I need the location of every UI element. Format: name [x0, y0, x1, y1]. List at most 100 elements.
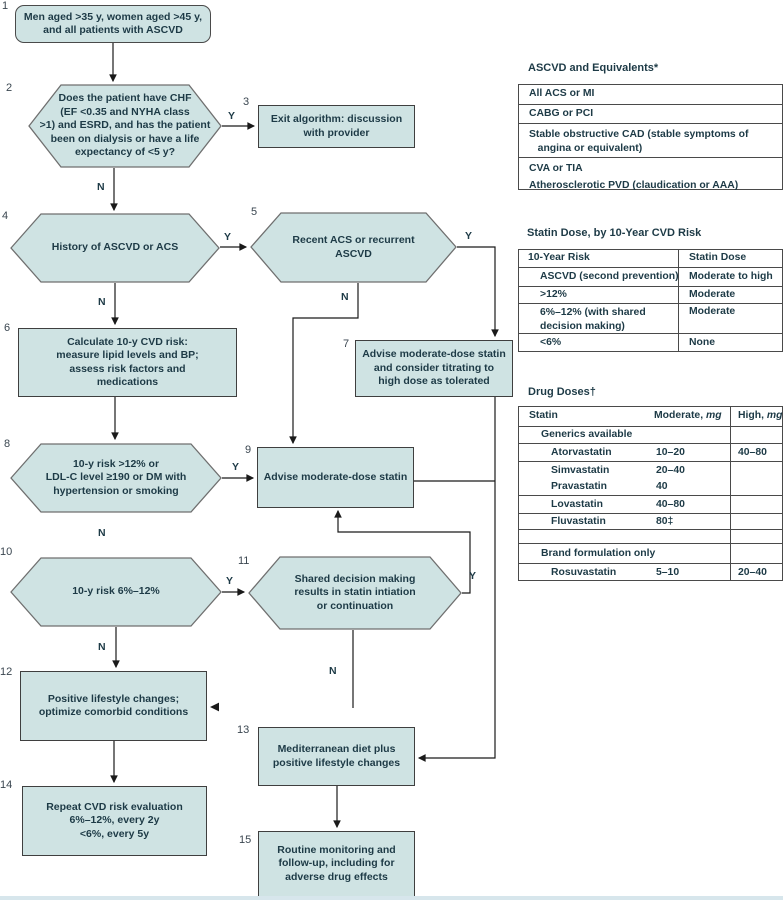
- figure-bottom-edge: [0, 896, 783, 900]
- moderate-dose-cell: 40–80: [656, 499, 685, 510]
- dose-cell: Moderate to high: [689, 271, 773, 282]
- high-dose-cell: 40–80: [738, 447, 767, 458]
- node-7: Advise moderate-dose statin and consider…: [355, 340, 513, 397]
- high-dose-cell: 20–40: [738, 567, 767, 578]
- table-row: >12% Moderate: [519, 287, 782, 304]
- table-row: Pravastatin 40: [519, 479, 782, 496]
- column-header-risk: 10-Year Risk: [528, 252, 590, 263]
- edge-5-9: [289, 283, 359, 445]
- table-header-row: Statin Moderate, mg High, mg: [519, 407, 782, 427]
- hexagon-shape: [250, 212, 457, 283]
- node-8-text: 10-y risk >12% or LDL-C level ≥190 or DM…: [45, 457, 187, 497]
- node-13: Mediterranean diet plus positive lifesty…: [258, 727, 415, 786]
- hexagon-shape: [10, 443, 222, 513]
- table-row: CABG or PCI: [519, 105, 782, 124]
- node-15: Routine monitoring and follow-up, includ…: [258, 831, 415, 897]
- node-5-text: Recent ACS or recurrent ASCVD: [292, 234, 415, 260]
- column-header-dose: Statin Dose: [689, 252, 747, 263]
- node-1: Men aged >35 y, women aged >45 y, and al…: [15, 5, 211, 43]
- node-13-text: Mediterranean diet plus positive lifesty…: [272, 743, 401, 769]
- table-row: <6% None: [519, 334, 782, 353]
- node-10-number: 10: [0, 546, 13, 558]
- drug-doses-table: Statin Moderate, mg High, mg Generics av…: [518, 406, 783, 581]
- edge-label-no: N: [97, 181, 105, 193]
- node-2-text: Does the patient have CHF (EF <0.35 and …: [39, 92, 211, 159]
- table-row: All ACS or MI: [519, 85, 782, 105]
- node-9: Advise moderate-dose statin: [257, 447, 414, 508]
- statin-name-cell: Lovastatin: [551, 499, 603, 510]
- edge-label-no: N: [341, 291, 349, 303]
- node-4-number: 4: [2, 210, 9, 222]
- node-5: Recent ACS or recurrent ASCVD: [250, 212, 457, 283]
- column-header-high: High, mg: [738, 410, 783, 421]
- node-10: 10-y risk 6%–12%: [10, 557, 222, 627]
- edge-label-no: N: [98, 296, 106, 308]
- dose-cell: Moderate: [689, 306, 736, 317]
- table-row: Stable obstructive CAD (stable symptoms …: [519, 124, 782, 158]
- edge-label-yes: Y: [226, 575, 234, 587]
- edge-label-yes: Y: [228, 110, 236, 122]
- node-7-number: 7: [343, 338, 350, 350]
- node-12-number: 12: [0, 666, 13, 678]
- edge-5-7: [457, 246, 499, 338]
- node-8: 10-y risk >12% or LDL-C level ≥190 or DM…: [10, 443, 222, 513]
- statin-dose-table: 10-Year Risk Statin Dose ASCVD (second p…: [518, 249, 783, 352]
- node-3-number: 3: [243, 96, 250, 108]
- moderate-dose-cell: 5–10: [656, 567, 680, 578]
- table-row: Simvastatin 20–40: [519, 462, 782, 479]
- ascvd-table: All ACS or MI CABG or PCI Stable obstruc…: [518, 84, 783, 191]
- node-7-text: Advise moderate-dose statin and consider…: [362, 348, 506, 388]
- table-header-row: 10-Year Risk Statin Dose: [519, 250, 782, 268]
- node-4: History of ASCVD or ACS: [10, 213, 220, 283]
- node-6: Calculate 10-y CVD risk: measure lipid l…: [18, 328, 237, 397]
- node-11-number: 11: [238, 555, 250, 567]
- statin-name-cell: Rosuvastatin: [551, 567, 617, 578]
- node-14: Repeat CVD risk evaluation 6%–12%, every…: [22, 786, 207, 856]
- edge-label-yes: Y: [232, 461, 240, 473]
- table-row: Lovastatin 40–80: [519, 496, 782, 514]
- table-row: Rosuvastatin 5–10 20–40: [519, 564, 782, 582]
- risk-cell: <6%: [540, 337, 562, 348]
- column-divider: [730, 407, 731, 580]
- node-6-number: 6: [4, 322, 11, 334]
- statin-name-cell: Atorvastatin: [551, 447, 612, 458]
- risk-cell: 6%–12% (with shared decision making): [540, 307, 646, 332]
- statin-dose-table-title: Statin Dose, by 10-Year CVD Risk: [527, 227, 702, 239]
- node-12-text: Positive lifestyle changes; optimize com…: [38, 692, 189, 719]
- node-10-text: 10-y risk 6%–12%: [72, 585, 160, 598]
- dose-cell: None: [689, 337, 715, 348]
- table-row: CVA or TIA Atherosclerotic PVD (claudica…: [529, 163, 739, 191]
- risk-cell: >12%: [540, 289, 567, 300]
- table-spacer-row: [519, 530, 782, 544]
- table-row: ASCVD (second prevention) Moderate to hi…: [519, 268, 782, 287]
- statin-name-cell: Simvastatin: [551, 465, 610, 476]
- edge-label-no: N: [329, 665, 337, 677]
- node-14-number: 14: [0, 779, 13, 791]
- table-row: Atorvastatin 10–20 40–80: [519, 444, 782, 462]
- node-5-number: 5: [251, 206, 258, 218]
- table-group-row: Brand formulation only: [519, 544, 782, 564]
- moderate-dose-cell: 10–20: [656, 447, 685, 458]
- node-11: Shared decision making results in statin…: [248, 556, 462, 630]
- node-15-text: Routine monitoring and follow-up, includ…: [277, 843, 396, 883]
- risk-cell: ASCVD (second prevention): [540, 271, 679, 282]
- column-header-moderate: Moderate, mg: [654, 410, 722, 421]
- ascvd-table-title: ASCVD and Equivalents*: [528, 62, 659, 74]
- node-8-number: 8: [4, 438, 11, 450]
- drug-doses-table-title: Drug Doses†: [528, 386, 596, 398]
- node-9-number: 9: [245, 444, 252, 456]
- edge-label-no: N: [98, 641, 106, 653]
- group-label: Brand formulation only: [541, 548, 656, 559]
- node-2: Does the patient have CHF (EF <0.35 and …: [28, 84, 222, 168]
- hexagon-shape: [28, 84, 222, 168]
- column-divider: [678, 250, 679, 351]
- node-3: Exit algorithm: discussion with provider: [258, 105, 415, 148]
- node-3-text: Exit algorithm: discussion with provider: [270, 113, 403, 139]
- node-1-text: Men aged >35 y, women aged >45 y, and al…: [23, 10, 203, 37]
- node-12: Positive lifestyle changes; optimize com…: [20, 671, 207, 741]
- node-2-number: 2: [6, 82, 13, 94]
- group-label: Generics available: [541, 429, 633, 440]
- node-13-number: 13: [237, 724, 250, 736]
- moderate-dose-cell: 40: [656, 481, 668, 492]
